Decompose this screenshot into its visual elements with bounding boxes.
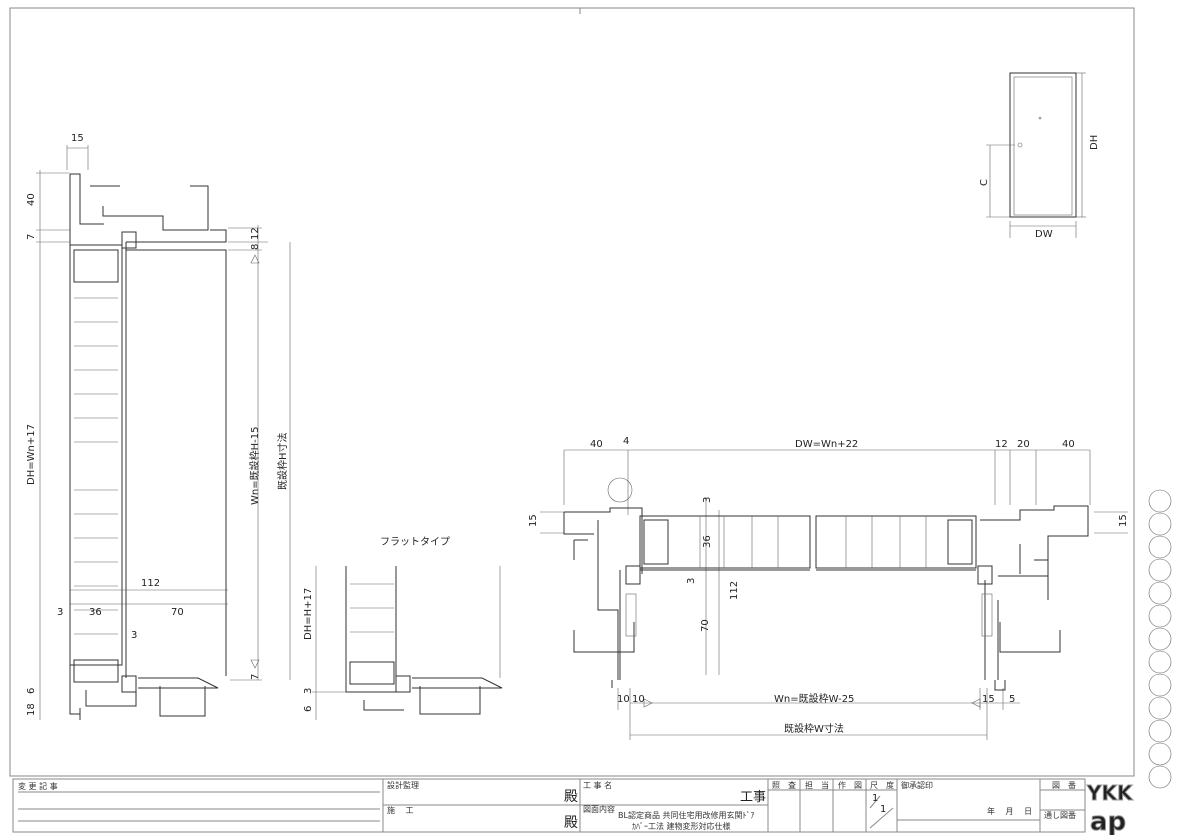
construction-label: 施 工 — [387, 805, 414, 815]
dim-label: 15 — [982, 694, 995, 705]
door-elevation: C DH DW — [979, 72, 1100, 240]
dim-label: 3 — [131, 630, 137, 641]
serial-no-label: 通し図番 — [1044, 810, 1076, 820]
dim-label: 112 — [729, 581, 740, 600]
project-suffix: 工事 — [740, 790, 766, 805]
dim-label: 3 — [303, 688, 314, 694]
dim-label: 既設枠W寸法 — [784, 722, 844, 735]
dim-label: 40 — [26, 193, 37, 206]
dim-label: 12 — [250, 227, 261, 240]
dim-label: 36 — [702, 535, 713, 548]
sheet-border — [9, 7, 1135, 777]
flat-type-drawing: フラットタイプ DH=H+17 3 6 — [303, 536, 503, 720]
dim-label: 36 — [89, 607, 102, 618]
check-label: 照 査 — [772, 780, 796, 790]
dim-label: DH — [1089, 135, 1100, 150]
dim-label: 40 — [1062, 439, 1075, 450]
scale-value-bottom: 1 — [880, 804, 886, 815]
dim-label: 15 — [1118, 514, 1129, 527]
dim-label: 112 — [141, 578, 160, 589]
dim-label: 40 — [590, 439, 603, 450]
ap-logo: ap — [1090, 807, 1126, 835]
drafting-label: 作 図 — [838, 780, 862, 790]
dim-label: 7 — [250, 674, 261, 680]
dim-label: 5 — [1009, 694, 1015, 705]
dim-label: 4 — [623, 436, 629, 447]
scale-value-top: 1 — [872, 793, 878, 804]
dim-label: 15 — [528, 514, 539, 527]
dim-label: 10 — [632, 694, 645, 705]
horizontal-section-drawing: 40 4 DW=Wn+22 12 20 40 15 15 3 36 3 112 … — [528, 436, 1129, 740]
date-label: 年 月 日 — [987, 806, 1032, 816]
approval-label: 御承認印 — [901, 780, 933, 790]
dim-label: Wn=既設枠H-15 — [248, 427, 261, 505]
dim-label: DW=Wn+22 — [795, 439, 858, 450]
dim-label: 15 — [71, 133, 84, 144]
scale-label: 尺 度 — [870, 780, 894, 790]
dim-label: 3 — [702, 497, 713, 503]
design-supervision-label: 設計監理 — [387, 780, 419, 790]
dim-label: 18 — [26, 703, 37, 716]
flat-type-title: フラットタイプ — [380, 536, 450, 548]
dim-label: 7 — [26, 234, 37, 240]
dim-label: 3 — [57, 607, 63, 618]
dim-label: 10 — [617, 694, 630, 705]
project-name-label: 工 事 名 — [583, 780, 612, 790]
dim-label: 70 — [700, 619, 711, 632]
dim-label: DH=Wn+17 — [26, 424, 37, 485]
dim-label: DW — [1035, 229, 1053, 240]
dim-label: 20 — [1017, 439, 1030, 450]
dono-text: 殿 — [564, 815, 578, 831]
dim-label: 12 — [995, 439, 1008, 450]
dim-label: 6 — [26, 688, 37, 694]
title-block: 変 更 記 事 設計監理 施 工 殿 殿 工 事 名 工事 図面内容 BL認定商… — [12, 778, 1134, 835]
drawing-content-label: 図面内容 — [583, 804, 615, 814]
dim-label: Wn=既設枠W-25 — [774, 692, 854, 705]
ykk-logo: YKK — [1086, 781, 1134, 805]
drawing-no-label: 図 番 — [1052, 780, 1076, 790]
dim-label: DH=H+17 — [303, 588, 314, 640]
drawing-content-line1: BL認定商品 共同住宅用改修用玄関ﾄﾞｱ — [618, 810, 755, 820]
dim-label: 既設枠H寸法 — [276, 432, 289, 490]
dono-text: 殿 — [564, 789, 578, 805]
dim-label: 8 — [250, 244, 261, 250]
change-record-label: 変 更 記 事 — [18, 781, 58, 791]
margin-circles — [1148, 489, 1172, 789]
dim-label: 70 — [171, 607, 184, 618]
dim-label: 3 — [686, 578, 697, 584]
charge-label: 担 当 — [805, 780, 829, 790]
dim-label: C — [979, 179, 990, 186]
drawing-content-line2: ｶﾊﾞｰ工法 建物変形対応仕様 — [632, 821, 731, 831]
dim-label: 6 — [303, 706, 314, 712]
vertical-section-drawing: 15 40 7 12 8 DH=Wn+17 Wn=既設枠H-15 既設枠H寸法 … — [26, 133, 291, 720]
